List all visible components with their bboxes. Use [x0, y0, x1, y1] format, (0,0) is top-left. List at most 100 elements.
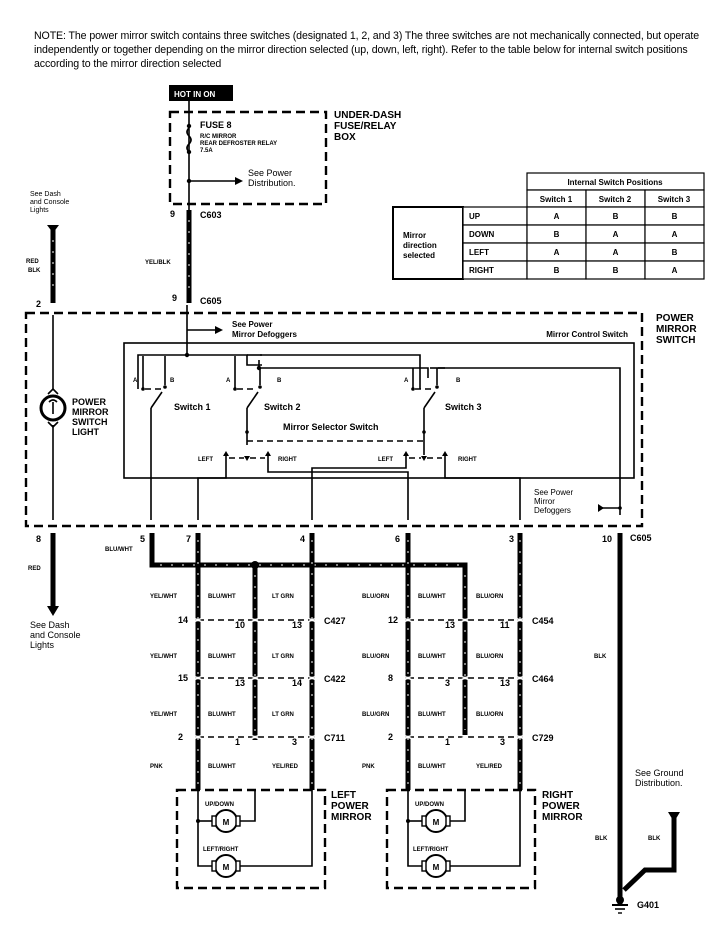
see-defoggers-link[interactable]: See Power	[232, 320, 272, 329]
table-row-direction: DOWN	[469, 230, 495, 239]
svg-text:BLK: BLK	[594, 654, 607, 660]
wire-color-label: BLU/ORN	[362, 654, 389, 660]
connector-name: C729	[532, 733, 554, 743]
see-dash-link[interactable]: See Dash	[30, 191, 61, 198]
svg-text:Mirror: Mirror	[534, 497, 555, 506]
svg-text:4: 4	[300, 534, 305, 544]
svg-text:B: B	[456, 378, 461, 384]
connector-pin: 10	[235, 620, 245, 630]
svg-text:Lights: Lights	[30, 640, 55, 650]
svg-text:A: A	[226, 378, 231, 384]
see-power-link[interactable]: See Power	[248, 168, 292, 178]
connector-name: C454	[532, 616, 554, 626]
svg-text:B: B	[277, 378, 282, 384]
connector-c603: C603	[200, 210, 222, 220]
svg-text:A: A	[133, 378, 138, 384]
switch-1: A B Switch 1	[133, 356, 211, 520]
see-defoggers-right-link[interactable]: See Power	[534, 488, 573, 497]
connector-c605-bottom: 8 5 7 4 6 3 10 C605	[36, 533, 652, 544]
svg-text:Distribution.: Distribution.	[635, 778, 683, 788]
svg-text:B: B	[170, 378, 175, 384]
table-cell: B	[554, 266, 560, 275]
right-power-mirror: RIGHT POWER MIRROR UP/DOWN LEFT/RIGHT M …	[385, 788, 583, 890]
wire-color-label: YEL/WHT	[150, 712, 177, 718]
table-cell: A	[554, 248, 560, 257]
connector-c605-top: C605	[200, 296, 222, 306]
svg-text:RED: RED	[26, 259, 39, 265]
ground-label: G401	[637, 900, 659, 910]
table-cell: B	[672, 248, 678, 257]
svg-text:M: M	[433, 863, 440, 872]
wire-color-label: LT GRN	[272, 594, 294, 600]
ground-g401: See Ground Distribution. BLK BLK G401	[595, 768, 684, 914]
svg-text:Distribution.: Distribution.	[248, 178, 296, 188]
see-dash-bottom-link[interactable]: See Dash	[30, 620, 70, 630]
svg-text:POWER: POWER	[331, 801, 370, 812]
svg-text:M: M	[433, 818, 440, 827]
svg-text:3: 3	[509, 534, 514, 544]
wire-color-label: PNK	[150, 764, 163, 770]
svg-text:A: A	[404, 378, 409, 384]
power-mirror-switch-label: POWER	[656, 313, 695, 324]
svg-text:MIRROR: MIRROR	[72, 407, 109, 417]
table-group-header: Internal Switch Positions	[567, 178, 663, 187]
connector-pin: 11	[500, 620, 510, 630]
svg-text:7: 7	[186, 534, 191, 544]
right-mirror-outline	[385, 788, 537, 890]
table-cell: A	[672, 230, 678, 239]
wire-color-label: YEL/RED	[476, 764, 503, 770]
switch-1-label: Switch 1	[174, 402, 211, 412]
table-row-direction: RIGHT	[469, 266, 494, 275]
fuse-box: HOT IN ON FUSE 8 R/C MIRROR REAR DEFROST…	[168, 85, 401, 220]
svg-text:selected: selected	[403, 251, 435, 260]
leftright-motor-icon: M	[421, 854, 451, 878]
svg-text:LEFT/RIGHT: LEFT/RIGHT	[203, 847, 239, 853]
svg-text:Mirror: Mirror	[403, 231, 426, 240]
wire-color-label: YEL/WHT	[150, 594, 177, 600]
wire-color-label: BLU/ORN	[476, 712, 503, 718]
svg-text:9: 9	[172, 293, 177, 303]
wire-color-label: BLU/ORN	[476, 594, 503, 600]
connector-name: C427	[324, 616, 346, 626]
connector-pin: 12	[388, 615, 398, 625]
wire-color-label: BLU/ORN	[362, 594, 389, 600]
leftright-motor-icon: M	[211, 854, 241, 878]
svg-text:BLK: BLK	[595, 836, 608, 842]
wire-color-label: LT GRN	[272, 654, 294, 660]
table-cell: A	[554, 212, 560, 221]
switch-2: A B Switch 2	[226, 356, 301, 445]
table-cell: B	[672, 212, 678, 221]
power-mirror-switch-outline	[24, 311, 644, 528]
fuse-desc-2: REAR DEFROSTER RELAY	[200, 141, 277, 147]
switch-3: A B Switch 3	[404, 368, 482, 455]
svg-text:FUSE/RELAY: FUSE/RELAY	[334, 121, 397, 132]
switch-position-table: Internal Switch Positions Switch 1 Switc…	[392, 172, 705, 280]
updown-motor-icon: M	[211, 809, 241, 833]
see-ground-link[interactable]: See Ground	[635, 768, 684, 778]
svg-text:Lights: Lights	[30, 207, 49, 214]
wire-color-label: BLU/WHT	[418, 764, 446, 770]
wire-color-label: BLU/ORN	[476, 654, 503, 660]
connector-pin: 13	[445, 620, 455, 630]
connector-pin: 1	[445, 737, 450, 747]
arrow-right-icon	[235, 177, 243, 185]
fuse-box-label: UNDER-DASH	[334, 110, 401, 121]
mirror-selector-switch-label: Mirror Selector Switch	[283, 422, 379, 432]
connector-pin: 15	[178, 673, 188, 683]
connector-pin: 14	[178, 615, 188, 625]
wire-color-label: PNK	[362, 764, 375, 770]
svg-text:Defoggers: Defoggers	[534, 506, 571, 515]
table-cell: B	[554, 230, 560, 239]
svg-text:and Console: and Console	[30, 630, 81, 640]
svg-text:8: 8	[36, 534, 41, 544]
switch-light-label: POWER	[72, 397, 107, 407]
svg-text:BOX: BOX	[334, 132, 356, 143]
svg-text:Mirror Defoggers: Mirror Defoggers	[232, 330, 297, 339]
left-power-mirror: LEFT POWER MIRROR UP/DOWN LEFT/RIGHT M M	[175, 788, 372, 890]
connector-pin: 13	[292, 620, 302, 630]
svg-text:BLK: BLK	[648, 836, 661, 842]
wire-color-label: BLU/WHT	[208, 764, 236, 770]
svg-text:UP/DOWN: UP/DOWN	[205, 802, 234, 808]
right-mirror-label: RIGHT	[542, 790, 573, 801]
svg-text:M: M	[223, 863, 230, 872]
